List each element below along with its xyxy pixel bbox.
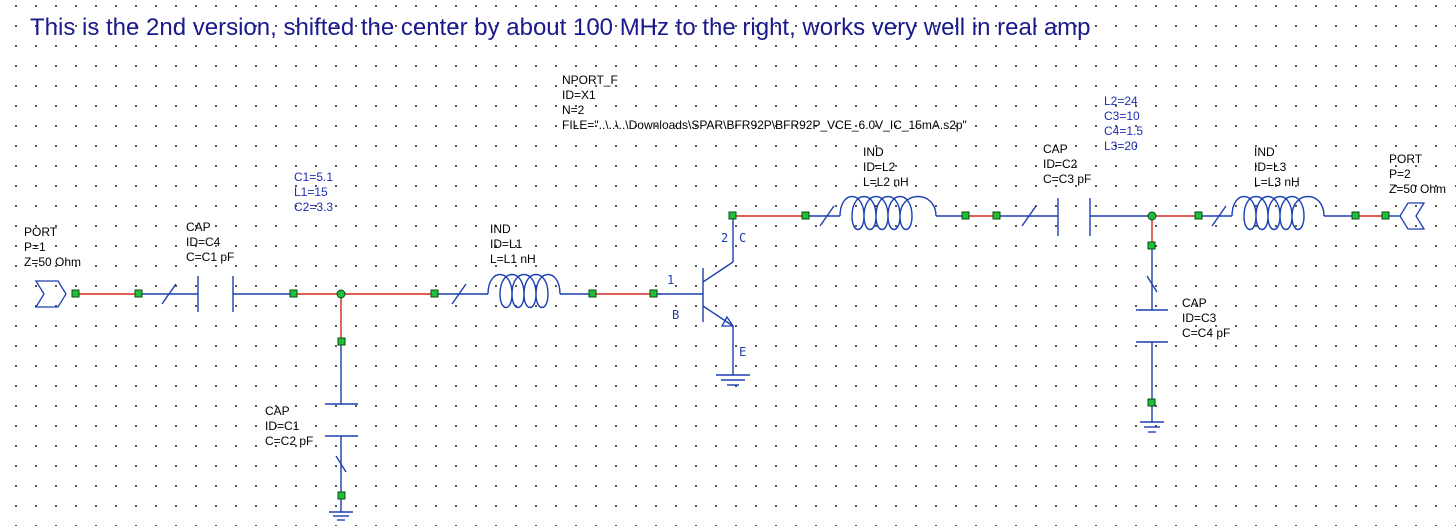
pin-c-label: C <box>739 231 746 245</box>
ind-l2-symbol[interactable] <box>806 195 966 231</box>
ind-l2-label: IND ID=L2 L=L2 nH <box>863 145 909 189</box>
ground-icon <box>1140 403 1164 433</box>
port2-symbol[interactable] <box>1386 202 1426 230</box>
cap-c4-label: CAP ID=C4 C=C1 pF <box>186 220 235 264</box>
cap-c1-label: CAP ID=C1 C=C2 pF <box>265 404 314 448</box>
pin-b-label: B <box>672 308 679 322</box>
port1-label: PORT P=1 Z=50 Ohm <box>24 225 82 269</box>
cap-c2-symbol[interactable] <box>997 198 1152 236</box>
equations-left[interactable]: C1=5.1 L1=15 C2=3.3 <box>294 170 334 214</box>
ground-icon <box>329 496 353 521</box>
cap-c2-label: CAP ID=C2 C=C3 pF <box>1043 142 1092 186</box>
ind-l3-symbol[interactable] <box>1199 195 1355 231</box>
transistor-bfr92p-symbol[interactable]: 1 2 C B E <box>654 216 750 386</box>
pin-1-label: 1 <box>667 273 674 287</box>
schematic-title: This is the 2nd version, shifted the cen… <box>30 14 1091 41</box>
cap-c1-symbol[interactable] <box>325 342 358 496</box>
node-markers <box>71 211 1390 500</box>
cap-c4-symbol[interactable] <box>138 276 293 312</box>
pin-e-label: E <box>739 345 746 359</box>
equations-right[interactable]: L2=24 C3=10 C4=1.5 L3=20 <box>1104 94 1144 153</box>
cap-c3-label: CAP ID=C3 C=C4 pF <box>1182 296 1231 340</box>
port1-symbol[interactable] <box>34 280 67 308</box>
ind-l3-label: IND ID=L3 L=L3 nH <box>1254 145 1300 189</box>
ind-l1-label: IND ID=L1 L=L1 nH <box>490 222 536 266</box>
nport-label: NPORT_F ID=X1 N=2 FILE="..\..\..\Downloa… <box>562 73 967 132</box>
pin-2-label: 2 <box>721 231 728 245</box>
cap-c3-symbol[interactable] <box>1136 246 1168 403</box>
port2-label: PORT P=2 Z=50 Ohm <box>1389 152 1447 196</box>
ind-l1-symbol[interactable] <box>434 274 592 309</box>
